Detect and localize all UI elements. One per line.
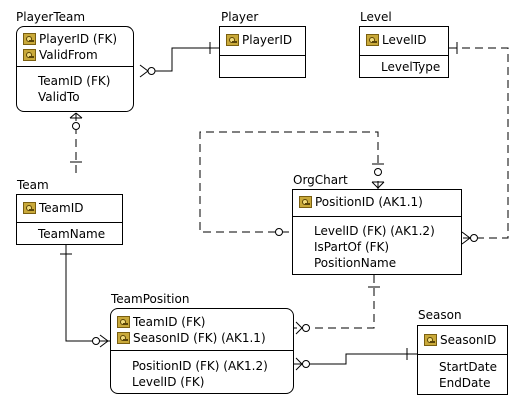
playerteam-keys: PlayerID (FK) ValidFrom xyxy=(17,27,133,67)
key-icon xyxy=(23,49,36,61)
teamposition-attr-row: PositionID (FK) (AK1.2) xyxy=(132,359,268,373)
level-attributes: LevelType xyxy=(360,56,448,77)
teamposition-attributes: PositionID (FK) (AK1.2) LevelID (FK) xyxy=(111,351,293,393)
key-icon xyxy=(23,33,36,45)
playerteam-attributes: TeamID (FK) ValidTo xyxy=(17,67,133,111)
teamposition-title: TeamPosition xyxy=(111,292,190,306)
playerteam-key-row: PlayerID (FK) xyxy=(17,31,133,47)
rel-team-teamposition xyxy=(65,245,110,342)
season-key-row: SeasonID xyxy=(418,332,507,348)
team-keys: TeamID xyxy=(17,195,122,223)
level-entity[interactable]: LevelID LevelType xyxy=(359,26,449,78)
level-attr-row: LevelType xyxy=(381,60,441,74)
season-entity[interactable]: SeasonID StartDate EndDate xyxy=(417,325,508,395)
rel-orgchart-self xyxy=(199,131,379,233)
orgchart-entity[interactable]: PositionID (AK1.1) LevelID (FK) (AK1.2) … xyxy=(292,189,462,275)
playerteam-key-row: ValidFrom xyxy=(17,47,133,63)
orgchart-key-row: PositionID (AK1.1) xyxy=(293,194,461,210)
player-key-row: PlayerID xyxy=(220,32,305,48)
season-keys: SeasonID xyxy=(418,326,507,355)
team-entity[interactable]: TeamID TeamName xyxy=(16,194,123,245)
key-icon xyxy=(23,202,36,214)
key-icon xyxy=(299,196,312,208)
player-entity[interactable]: PlayerID xyxy=(219,26,306,78)
playerteam-entity[interactable]: PlayerID (FK) ValidFrom TeamID (FK) Vali… xyxy=(16,26,134,112)
level-title: Level xyxy=(360,10,392,24)
key-icon xyxy=(366,34,379,46)
level-keys: LevelID xyxy=(360,27,448,56)
orgchart-attr-row: LevelID (FK) (AK1.2) xyxy=(314,224,435,238)
team-attributes: TeamName xyxy=(17,223,122,244)
orgchart-attr-row: PositionName xyxy=(314,256,397,270)
season-title: Season xyxy=(418,308,462,322)
orgchart-keys: PositionID (AK1.1) xyxy=(293,190,461,217)
rel-orgchart-teamposition xyxy=(294,275,375,329)
team-title: Team xyxy=(17,178,49,192)
key-icon xyxy=(117,332,130,344)
season-attr-row: EndDate xyxy=(439,376,491,390)
season-attributes: StartDate EndDate xyxy=(418,355,507,394)
key-icon xyxy=(117,316,130,328)
teamposition-entity[interactable]: TeamID (FK) SeasonID (FK) (AK1.1) Positi… xyxy=(110,308,294,394)
rel-player-playerteam xyxy=(148,47,219,72)
orgchart-attr-row: IsPartOf (FK) xyxy=(314,240,390,254)
teamposition-key-row: SeasonID (FK) (AK1.1) xyxy=(111,330,293,346)
season-attr-row: StartDate xyxy=(439,360,497,374)
key-icon xyxy=(226,34,239,46)
rel-season-teamposition xyxy=(294,353,417,365)
teamposition-key-row: TeamID (FK) xyxy=(111,314,293,330)
teamposition-attr-row: LevelID (FK) xyxy=(132,375,205,389)
key-icon xyxy=(424,334,437,346)
team-key-row: TeamID xyxy=(17,200,122,216)
player-title: Player xyxy=(221,10,259,24)
playerteam-attr-row: TeamID (FK) xyxy=(38,74,111,88)
playerteam-title: PlayerTeam xyxy=(16,10,86,24)
orgchart-title: OrgChart xyxy=(293,173,348,187)
level-key-row: LevelID xyxy=(360,32,448,48)
player-keys: PlayerID xyxy=(220,27,305,56)
playerteam-attr-row: ValidTo xyxy=(38,90,80,104)
teamposition-keys: TeamID (FK) SeasonID (FK) (AK1.1) xyxy=(111,309,293,351)
rel-level-orgchart xyxy=(449,47,509,239)
orgchart-attributes: LevelID (FK) (AK1.2) IsPartOf (FK) Posit… xyxy=(293,217,461,274)
team-attr-row: TeamName xyxy=(38,227,106,241)
